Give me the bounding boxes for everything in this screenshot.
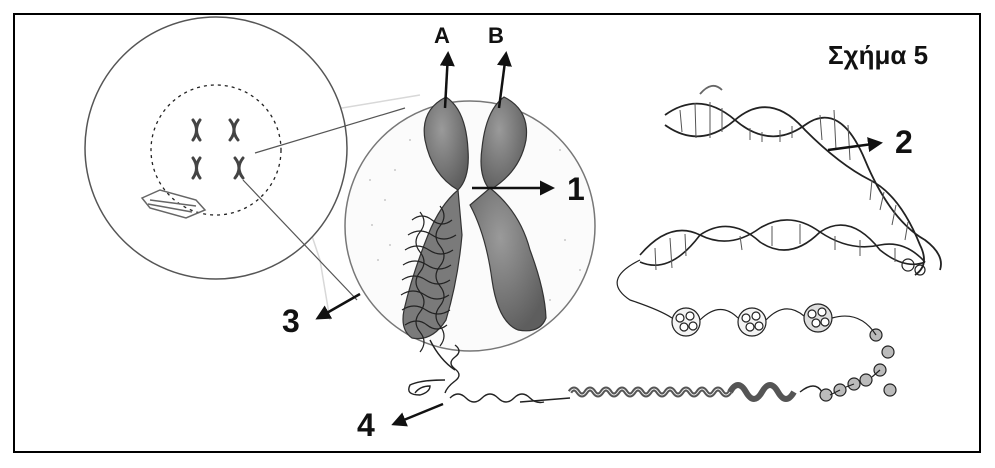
dna-helix-middle — [640, 220, 925, 275]
dna-helix-upper — [665, 86, 941, 275]
label-4: 4 — [357, 407, 375, 443]
label-A: A — [434, 23, 450, 48]
arrow-4 — [394, 404, 443, 424]
label-B: B — [488, 23, 504, 48]
figure-title: Σχήμα 5 — [828, 40, 928, 70]
label-3: 3 — [282, 303, 300, 339]
label-1: 1 — [567, 171, 585, 207]
label-2: 2 — [895, 124, 913, 160]
nucleosome-beads — [820, 329, 896, 401]
chromatin-rosettes — [617, 260, 876, 336]
magnified-circle — [345, 101, 595, 351]
arrow-3 — [318, 294, 360, 318]
